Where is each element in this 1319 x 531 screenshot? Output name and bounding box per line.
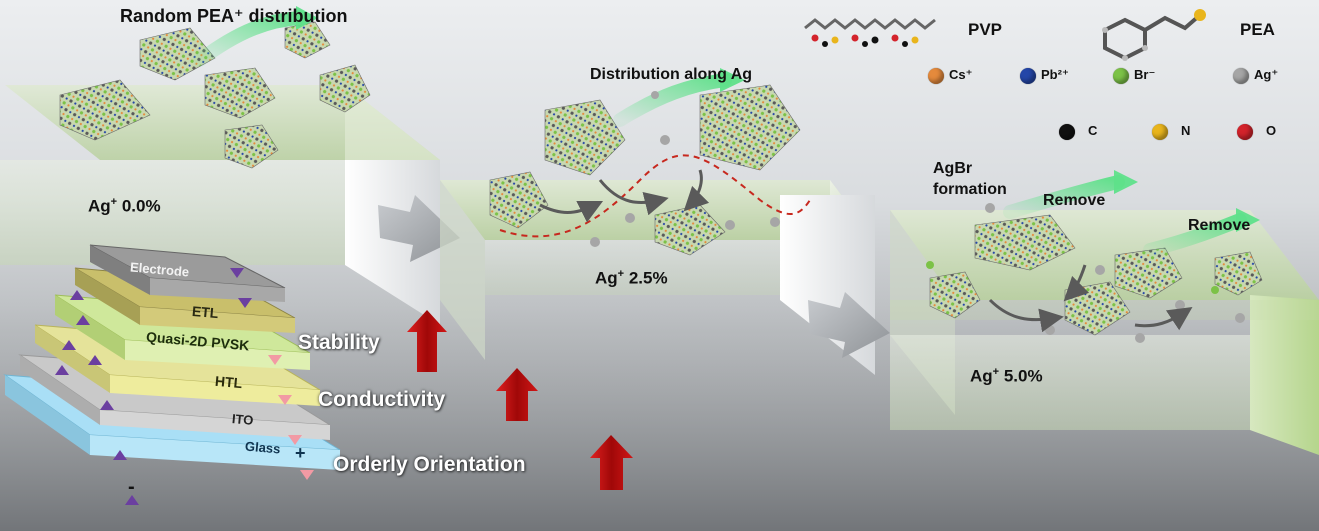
terminal-plus: + [295, 443, 306, 463]
legend-pvp-label: PVP [968, 20, 1003, 39]
panel-3-crystals [926, 170, 1263, 343]
stability-up-arrow-icon [407, 310, 447, 372]
panel-2-block [440, 180, 875, 375]
pvp-chain-icon [804, 18, 936, 47]
o-atom-icon [1237, 124, 1253, 140]
layer-etl-label: ETL [191, 302, 220, 322]
legend-br-label: Br⁻ [1134, 67, 1156, 82]
panel-2-caption: Ag+ 2.5% [595, 268, 668, 288]
n-atom-icon [1152, 124, 1168, 140]
electron-flow-arrows-icon [268, 355, 314, 480]
layer-glass-label: Glass [244, 438, 282, 457]
panel-1-header: Random PEA⁺ distribution [120, 6, 348, 26]
property-orientation-label: Orderly Orientation [333, 453, 526, 476]
panel-2-green-arrow-icon [720, 68, 745, 92]
panel-3-green-arrow-2-icon [1236, 208, 1260, 232]
pb-atom-icon [1020, 68, 1036, 84]
panel-2-header: Distribution along Ag [590, 66, 753, 83]
device-stack [3, 244, 341, 505]
legend-c-label: C [1088, 123, 1098, 138]
layer-ito-label: ITO [231, 411, 255, 428]
cs-atom-icon [928, 68, 944, 84]
panel-1-caption: Ag+ 0.0% [88, 196, 161, 216]
br-atom-icon [1113, 68, 1129, 84]
panel-3-header: AgBr formation [933, 160, 1007, 198]
orientation-up-arrow-icon [590, 435, 633, 490]
property-conductivity-label: Conductivity [318, 388, 446, 411]
legend-o-label: O [1266, 123, 1277, 138]
legend-pea-label: PEA [1240, 20, 1275, 39]
gray-arrow-2-icon [808, 292, 890, 358]
ag-atom-icon [1233, 68, 1249, 84]
legend-cs-label: Cs⁺ [949, 67, 973, 82]
c-atom-icon [1059, 124, 1075, 140]
panel-1-crystals [59, 6, 371, 169]
panel-3-caption: Ag+ 5.0% [970, 366, 1043, 386]
panel-2-crystals [489, 68, 811, 256]
legend-ag-label: Ag⁺ [1254, 67, 1279, 82]
layer-htl-label: HTL [214, 372, 243, 392]
panel-1-green-arrow-icon [296, 6, 318, 30]
conductivity-up-arrow-icon [496, 368, 538, 421]
hole-flow-arrows-icon [55, 290, 139, 505]
remove-label-1: Remove [1043, 192, 1106, 209]
remove-label-2: Remove [1188, 217, 1251, 234]
terminal-minus: - [128, 476, 135, 498]
panel-3-green-arrow-1-icon [1114, 170, 1138, 194]
pea-molecule-icon [1102, 9, 1206, 61]
gray-arrow-1-icon [378, 195, 460, 262]
legend-n-label: N [1181, 123, 1191, 138]
panel-2-silver-path [499, 154, 811, 238]
legend-pb-label: Pb²⁺ [1041, 67, 1069, 82]
property-stability-label: Stability [298, 331, 380, 354]
